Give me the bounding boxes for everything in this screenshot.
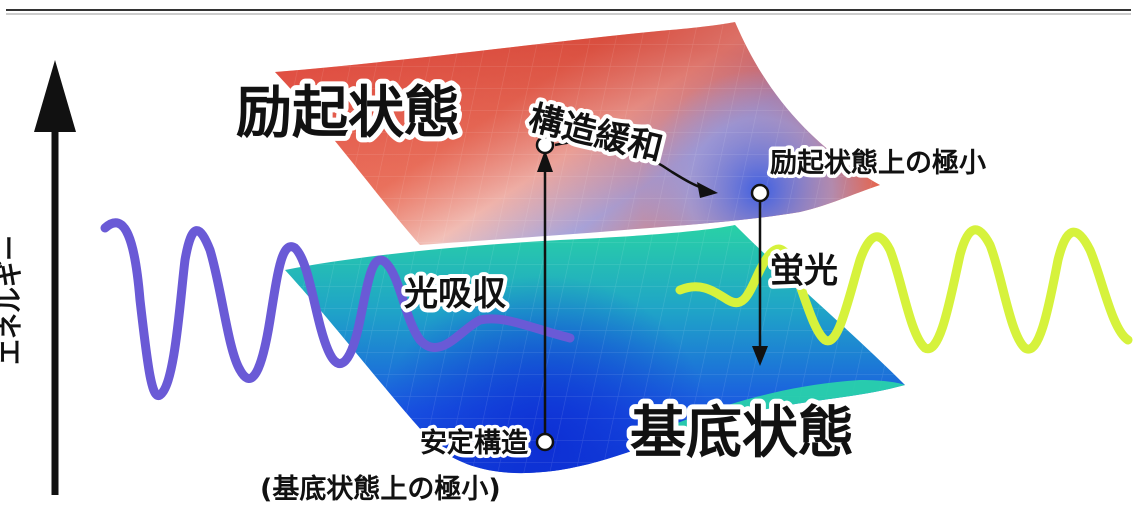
stable-structure-label: 安定構造 xyxy=(420,427,528,459)
stable-structure-note: (基底状態上の極小) xyxy=(260,473,501,505)
excited-minimum-label: 励起状態上の極小 xyxy=(770,147,986,179)
excited-state-label: 励起状態 xyxy=(236,81,460,146)
relaxation-arrow xyxy=(554,140,709,192)
relaxation-arrowhead xyxy=(697,182,718,198)
fluorescence-arrowhead xyxy=(752,346,768,366)
absorption-arrowhead xyxy=(537,150,553,172)
fluorescence-label: 蛍光 xyxy=(770,251,838,291)
ground-state-label: 基底状態 xyxy=(630,401,854,466)
absorbed-light-wave xyxy=(100,218,575,400)
excited-state-surface xyxy=(275,22,880,245)
energy-axis-arrowhead xyxy=(34,60,76,132)
franck-condon-point xyxy=(535,135,555,155)
emitted-light-wave xyxy=(675,225,1133,354)
excited-minimum-point xyxy=(750,183,770,203)
stable-structure-point xyxy=(535,432,555,452)
absorption-label: 光吸収 xyxy=(404,274,506,314)
energy-axis-label: エネルギー xyxy=(0,235,26,365)
